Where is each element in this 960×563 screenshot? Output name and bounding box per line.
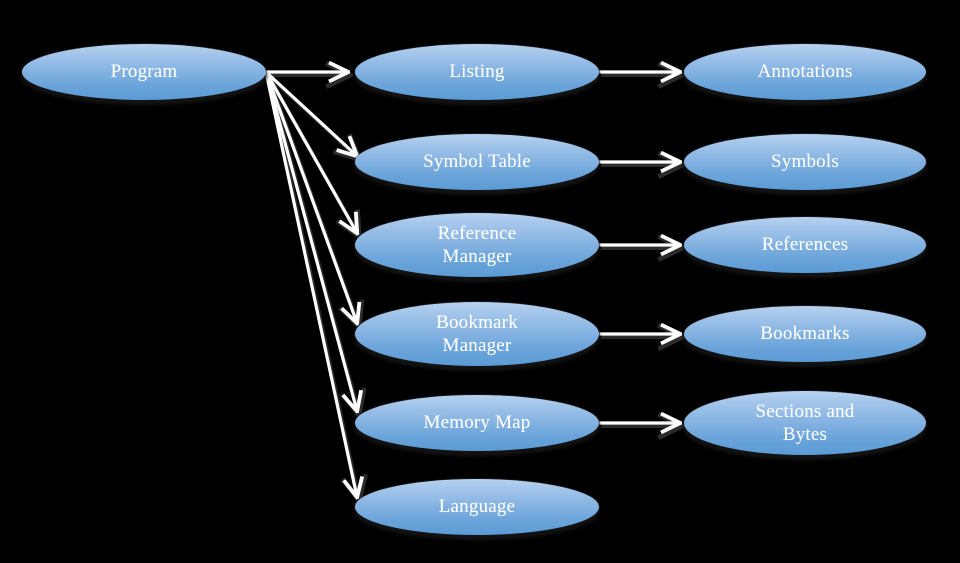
node-annotations[interactable]: Annotations	[684, 44, 926, 100]
node-label-sections-bytes: Sections and Bytes	[755, 400, 855, 445]
node-symbol-table[interactable]: Symbol Table	[355, 134, 599, 190]
node-label-annotations: Annotations	[757, 61, 853, 83]
node-language[interactable]: Language	[355, 479, 599, 535]
node-label-references: References	[761, 234, 849, 256]
node-label-language: Language	[438, 496, 516, 518]
node-program[interactable]: Program	[22, 44, 266, 100]
node-memory-map[interactable]: Memory Map	[355, 395, 599, 451]
edge-shadow-program-bookmark-manager	[266, 74, 359, 326]
edge-shadow-program-language	[266, 74, 359, 500]
edge-program-symbol-table[interactable]	[264, 70, 357, 156]
edge-program-language[interactable]	[264, 71, 357, 497]
node-reference-manager[interactable]: Reference Manager	[355, 213, 599, 277]
node-bookmark-manager[interactable]: Bookmark Manager	[355, 302, 599, 366]
node-symbols[interactable]: Symbols	[684, 134, 926, 190]
edge-program-reference-manager[interactable]	[264, 71, 357, 233]
node-label-symbols: Symbols	[771, 151, 839, 173]
node-label-memory-map: Memory Map	[423, 412, 531, 434]
edge-shadow-program-reference-manager	[266, 74, 359, 236]
node-listing[interactable]: Listing	[355, 44, 599, 100]
edge-program-bookmark-manager[interactable]	[264, 71, 357, 323]
node-label-symbol-table: Symbol Table	[423, 151, 531, 173]
edge-shadow-program-symbol-table	[266, 73, 359, 159]
edge-shadow-program-memory-map	[266, 74, 359, 414]
node-bookmarks[interactable]: Bookmarks	[684, 306, 926, 362]
node-references[interactable]: References	[684, 217, 926, 273]
edge-program-memory-map[interactable]	[264, 71, 357, 411]
node-label-bookmark-manager: Bookmark Manager	[436, 311, 518, 356]
node-label-program: Program	[110, 61, 178, 83]
node-label-listing: Listing	[449, 61, 505, 83]
node-label-bookmarks: Bookmarks	[760, 323, 850, 345]
node-label-reference-manager: Reference Manager	[437, 222, 517, 267]
node-sections-bytes[interactable]: Sections and Bytes	[684, 391, 926, 455]
